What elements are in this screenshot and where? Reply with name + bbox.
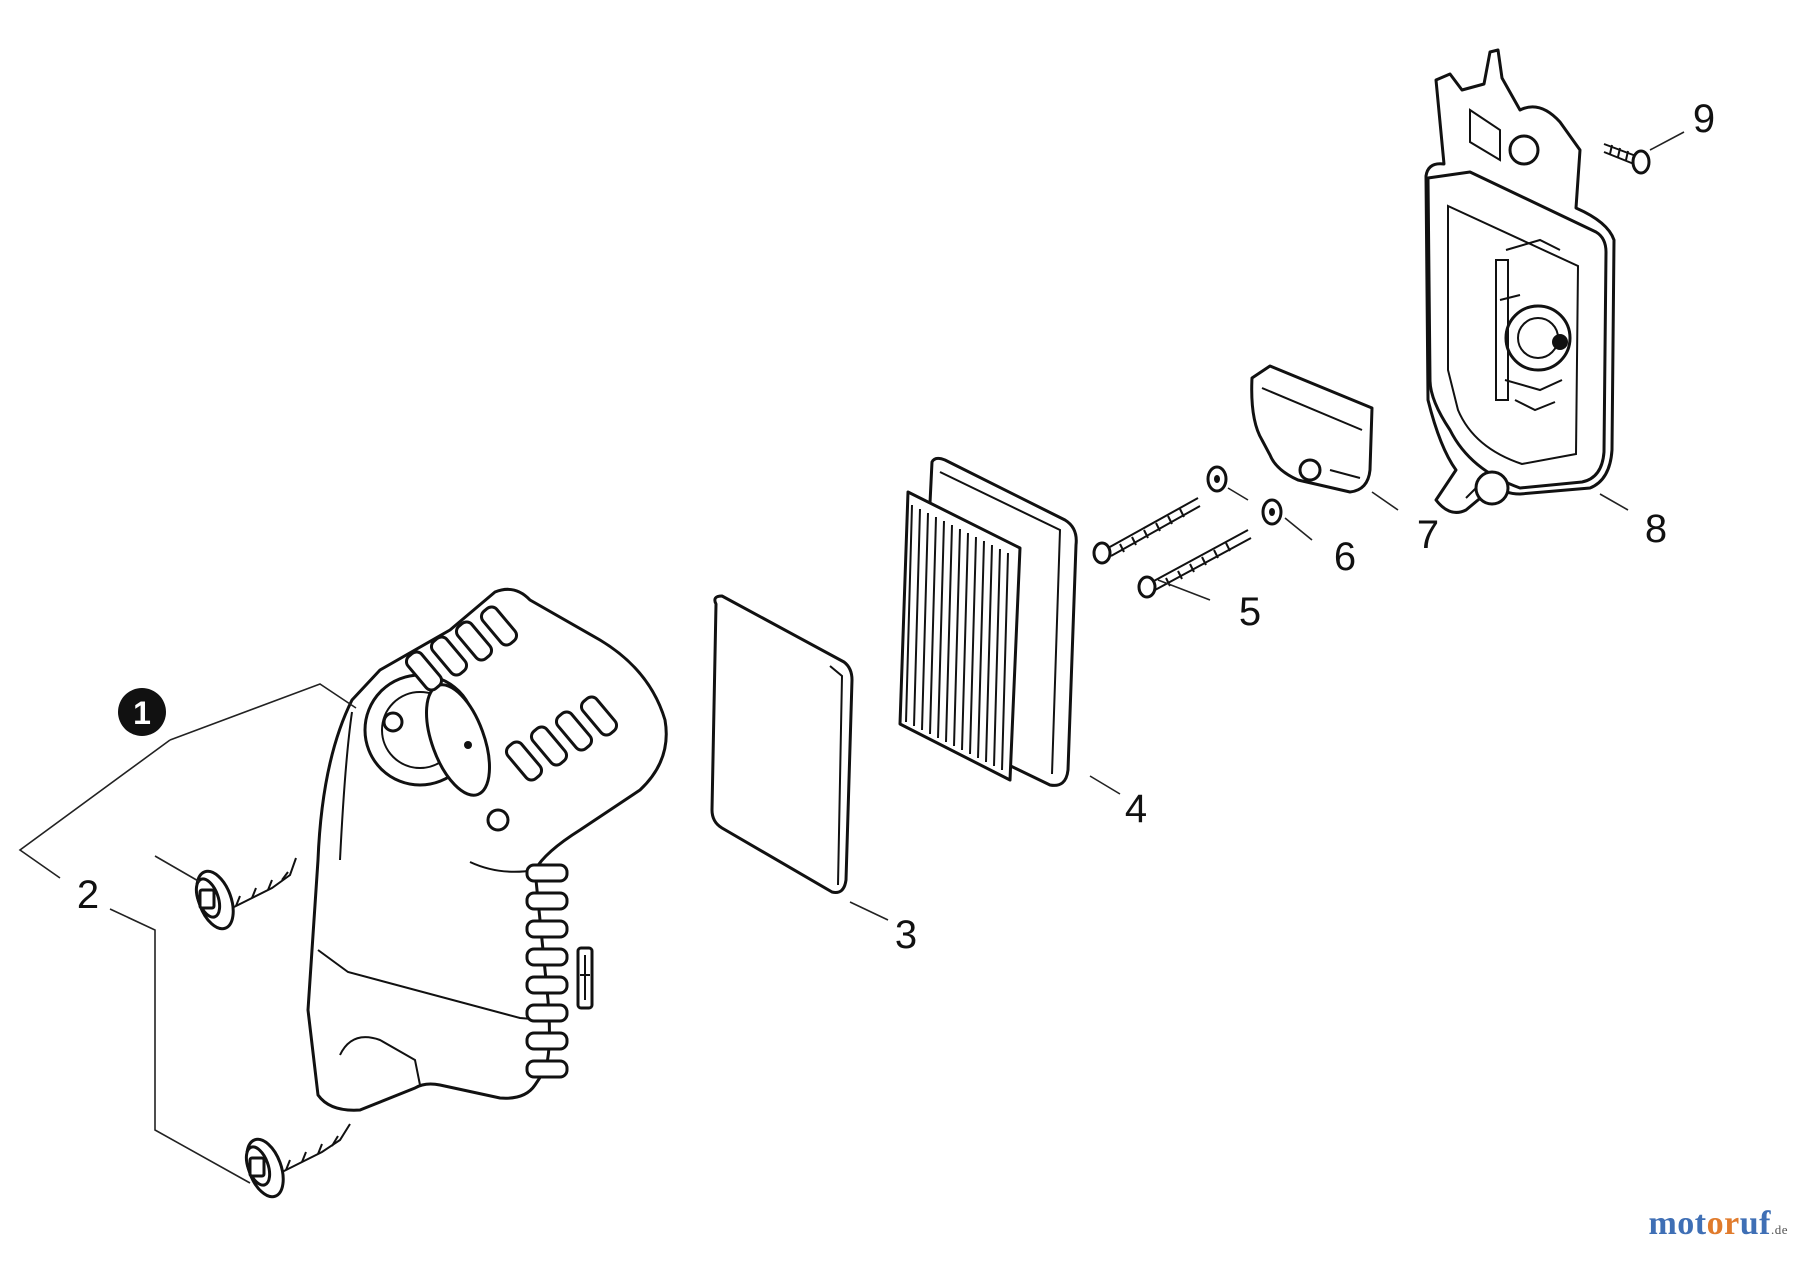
part-1-air-cleaner-cover [306,587,668,1112]
motoruf-watermark: motoruf.de [1648,1205,1788,1243]
watermark-tld: .de [1770,1222,1788,1237]
part-7-bracket [1250,364,1374,494]
part-3-prefilter-pad [710,594,854,894]
callout-2-label: 2 [77,873,99,917]
callout-9-label: 9 [1693,97,1715,141]
callout-6-label: 6 [1334,535,1356,579]
watermark-part2: or [1706,1205,1740,1242]
watermark-part3: uf [1739,1205,1771,1242]
part-4-pleated-filter [898,456,1078,787]
filter-pleats [905,504,1009,771]
callout-1-badge [118,688,166,736]
callout-7-label: 7 [1417,513,1439,557]
side-vents [525,863,594,1079]
callout-3-label: 3 [895,913,917,957]
callout-1-label: 1 [133,695,151,731]
callout-8-label: 8 [1645,507,1667,551]
part-2-screw-upper [194,857,297,931]
watermark-part1: mot [1648,1205,1707,1242]
part-5-bolts [1092,497,1252,599]
part-8-filter-base [1424,48,1616,514]
part-9-screw [1603,143,1651,175]
callout-4-label: 4 [1125,787,1147,831]
part-2-screw-lower [244,1123,351,1199]
callout-1: 1 [118,688,166,736]
upper-vents [404,605,619,782]
leader-lines [18,131,1685,1184]
part-6-washers [1206,465,1283,526]
callout-5-label: 5 [1239,590,1261,634]
